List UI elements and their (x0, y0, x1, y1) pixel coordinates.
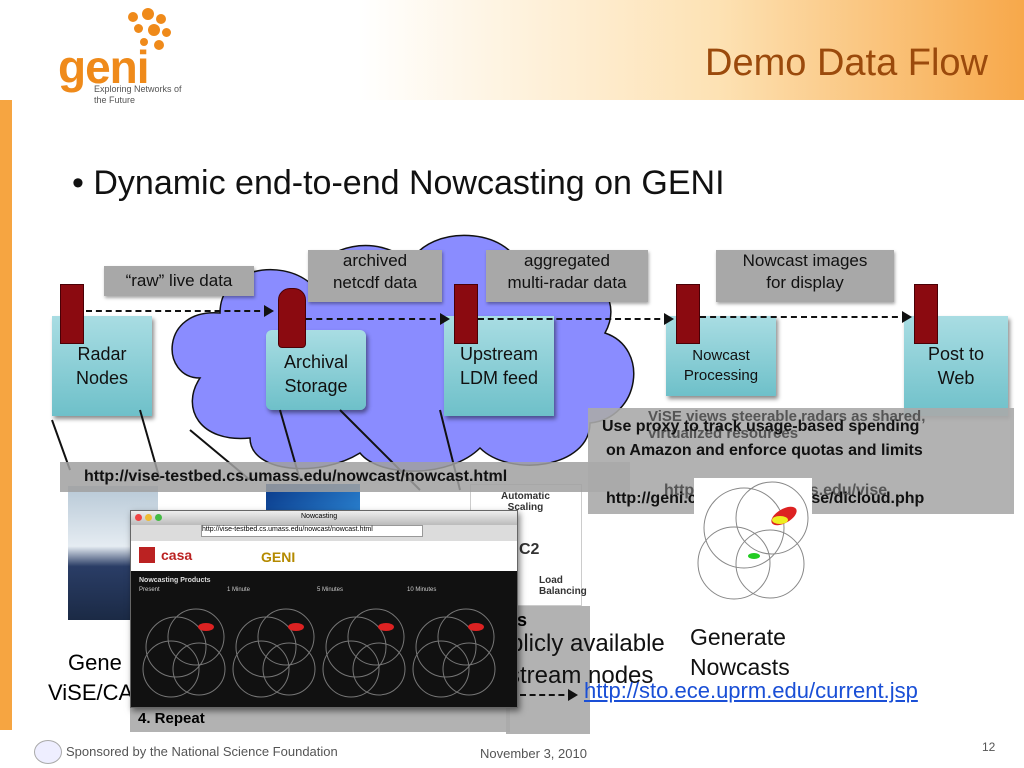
bullet-text: Dynamic end-to-end Nowcasting on GENI (93, 164, 725, 202)
browser-titlebar: Nowcasting (131, 511, 517, 525)
ec2-label: C2 (519, 541, 540, 558)
products-title: Nowcasting Products (139, 577, 211, 584)
proxy-line2: on Amazon and enforce quotas and limits (606, 442, 923, 459)
arrow-radar-to-storage (86, 305, 274, 317)
slide-title: Demo Data Flow (705, 42, 988, 84)
site-name: casa (161, 547, 193, 563)
gen-left-text-2: ViSE/CA (48, 680, 134, 705)
proxy-line1: Use proxy to track usage-based spending (602, 418, 920, 435)
processing-marker (676, 284, 700, 344)
footer-date: November 3, 2010 (480, 746, 587, 761)
col-5min: 5 Minutes (317, 587, 344, 593)
site-logo-icon (139, 547, 155, 563)
site-header: casa GENI (131, 541, 517, 571)
bullet-point: • Dynamic end-to-end Nowcasting on GENI (72, 164, 725, 202)
testbed-url-banner: http://vise-testbed.cs.umass.edu/nowcast… (60, 462, 630, 492)
maximize-icon[interactable] (155, 514, 162, 521)
geni-logo (58, 8, 188, 108)
col-1min: 1 Minute (227, 587, 251, 593)
col-10min: 10 Minutes (407, 587, 437, 593)
radar-nodes-box: Radar Nodes (52, 316, 152, 416)
autoscaling-label: Automatic Scaling (501, 491, 550, 513)
load-balancing-label: Load Balancing (539, 575, 587, 597)
post-marker (914, 284, 938, 344)
testbed-url-text: http://vise-testbed.cs.umass.edu/nowcast… (84, 468, 508, 485)
stream-text-2: stream nodes (508, 662, 654, 689)
logo-tagline: Exploring Networks of the Future (94, 84, 182, 105)
archived-data-label: archived netcdf data (308, 250, 442, 302)
arrow-processing-to-post (700, 311, 912, 323)
storage-cylinder-marker (278, 288, 306, 348)
slide-header (0, 0, 1024, 100)
generate-nowcasts-text: Generate Nowcasts (690, 624, 790, 680)
left-accent-bar (0, 100, 12, 730)
stream-text-1: blicly available (510, 630, 665, 657)
arrow-storage-to-upstream (306, 313, 450, 325)
nowcast-frames (142, 608, 496, 698)
nowcast-images-label: Nowcast images for display (716, 250, 894, 302)
minimize-icon[interactable] (145, 514, 152, 521)
site-brand: GENI (261, 549, 296, 565)
nowcast-radar-image (694, 478, 812, 606)
nsf-logo (34, 740, 62, 764)
arrow-upstream-to-processing (478, 313, 674, 325)
close-icon[interactable] (135, 514, 142, 521)
radar-marker (60, 284, 84, 344)
page-number: 12 (982, 740, 996, 754)
sto-url-link[interactable]: http://sto.ece.uprm.edu/current.jsp (584, 678, 918, 703)
upstream-marker (454, 284, 478, 344)
stream-overlay-box (506, 606, 590, 734)
footer-sponsor: Sponsored by the National Science Founda… (66, 744, 338, 759)
repeat-text: 4. Repeat (138, 710, 205, 727)
browser-url-bar[interactable]: http://vise-testbed.cs.umass.edu/nowcast… (201, 525, 423, 537)
nowcast-products-panel: Nowcasting Products Present 1 Minute 5 M… (131, 571, 517, 707)
col-present: Present (139, 587, 160, 593)
proxy-behind-text: ViSE views steerable radars as shared, v… (648, 408, 926, 442)
browser-tab[interactable]: Nowcasting (301, 513, 338, 520)
gen-left-text-1: Gene (68, 650, 122, 675)
arrow-to-sto (520, 689, 578, 701)
logo-wordmark: geni (58, 41, 150, 93)
raw-data-label: “raw” live data (104, 266, 254, 296)
browser-window: Nowcasting http://vise-testbed.cs.umass.… (130, 510, 518, 708)
aggregated-data-label: aggregated multi-radar data (486, 250, 648, 302)
